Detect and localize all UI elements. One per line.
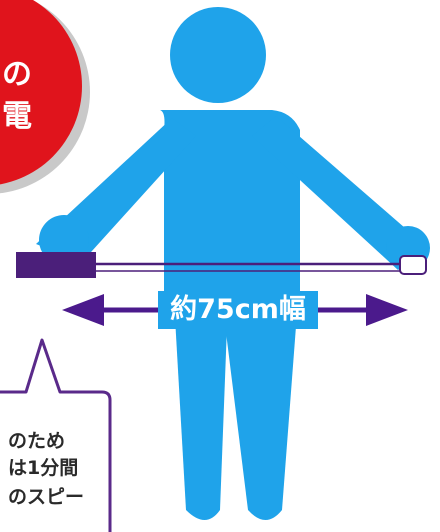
- person-left-leg: [174, 300, 228, 520]
- person-figure: [36, 7, 430, 520]
- callout-text-line-1: のため: [8, 430, 66, 452]
- width-arrow-right-head: [366, 294, 408, 326]
- device-body: [16, 252, 96, 278]
- person-right-leg: [222, 300, 298, 520]
- badge-text-line-2: 電: [2, 99, 32, 134]
- callout-bubble: [0, 338, 112, 532]
- person-torso: [160, 110, 300, 320]
- callout-text-line-3: のスピー: [8, 486, 85, 508]
- person-right-arm: [252, 116, 428, 270]
- red-badge: [0, 0, 82, 185]
- badge-text-line-1: の: [2, 57, 32, 92]
- person-head: [170, 7, 266, 103]
- device-grip: [399, 255, 427, 275]
- callout-text-line-2: は1分間: [8, 457, 79, 479]
- width-arrow-left-head: [62, 294, 104, 326]
- width-measurement-label: 約75cm幅: [158, 291, 318, 329]
